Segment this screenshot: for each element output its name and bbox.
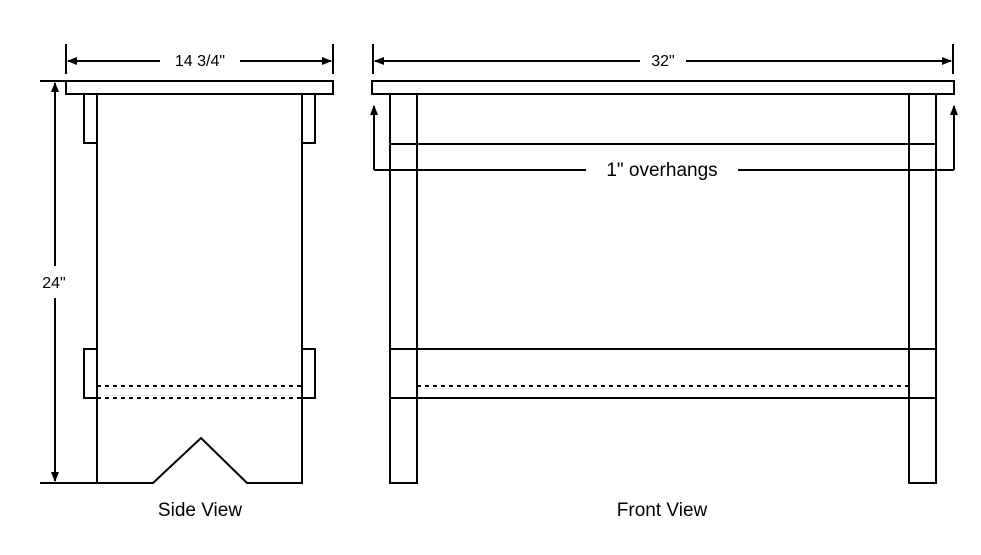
side-panel [96,94,303,484]
front-lower-stretcher [389,348,937,399]
front-width-dimension [372,44,954,74]
front-width-label: 32" [651,53,674,70]
overhang-label: 1" overhangs [606,160,717,181]
side-view-caption: Side View [158,500,242,521]
side-hidden-shelf [97,385,302,399]
side-view [40,44,334,484]
front-view-caption: Front View [617,500,708,521]
front-tabletop [371,80,955,95]
front-view [370,44,958,484]
side-upper-cleat-left [83,93,98,144]
overhang-leaders [370,105,958,171]
side-lower-cleat-right [301,348,316,399]
side-height-dimension [40,80,96,484]
front-leg-left [389,93,418,484]
side-height-label: 24" [42,275,65,292]
side-tabletop [65,80,334,95]
side-width-dimension [65,44,334,74]
front-leg-right [908,93,937,484]
side-width-label: 14 3/4" [175,53,225,70]
front-hidden-lines [416,94,910,387]
side-upper-cleat-right [301,93,316,144]
side-lower-cleat-left [83,348,98,399]
